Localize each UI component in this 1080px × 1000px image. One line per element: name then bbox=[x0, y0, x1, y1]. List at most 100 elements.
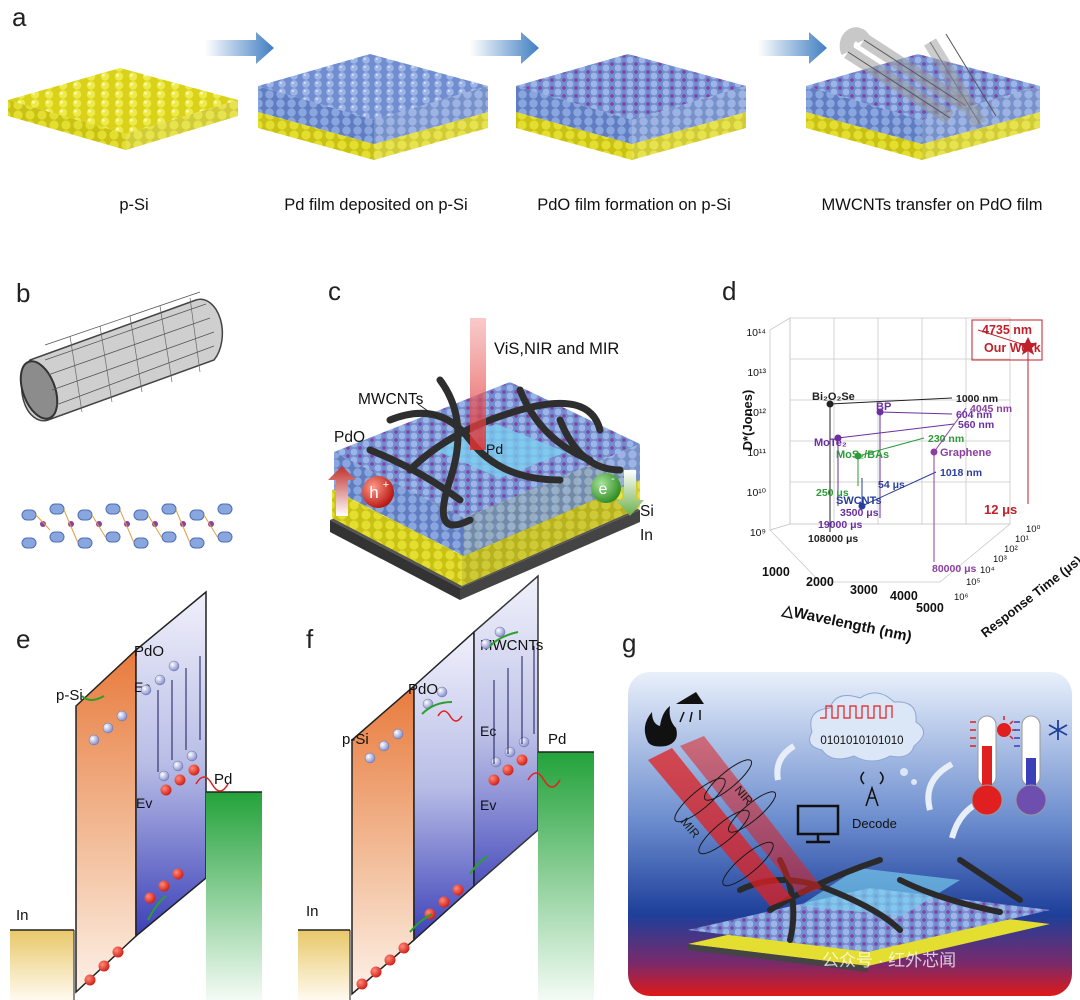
heater-icon bbox=[676, 692, 704, 704]
cold-thermometer-icon bbox=[1015, 715, 1047, 816]
e-holes bbox=[84, 764, 200, 986]
bubble-icon bbox=[900, 768, 908, 776]
e-ev-label: Ev bbox=[136, 795, 152, 811]
data-point bbox=[858, 502, 866, 510]
monitor-icon bbox=[796, 804, 840, 844]
arrow-right-icon bbox=[205, 32, 274, 64]
psi-band bbox=[75, 648, 137, 994]
y-tick: 10¹³ bbox=[747, 367, 766, 379]
pd-block bbox=[206, 792, 262, 1000]
photon-wave-icon bbox=[527, 772, 561, 788]
antenna-icon bbox=[860, 771, 884, 807]
mwcnts-network bbox=[366, 376, 624, 529]
light-label: ViS,NIR and MIR bbox=[494, 340, 619, 358]
panel-a: a bbox=[8, 2, 1042, 214]
f-in-label: In bbox=[306, 903, 319, 920]
electron-symbol: e bbox=[599, 481, 608, 498]
photon-wave-icon bbox=[195, 776, 229, 792]
process-arrows bbox=[205, 32, 827, 64]
series-name: MoS₂/BAs bbox=[836, 449, 889, 461]
chart-grid bbox=[769, 317, 1012, 583]
z-tick: 10³ bbox=[993, 554, 1007, 565]
data-point bbox=[876, 408, 884, 416]
x-tick: 2000 bbox=[806, 575, 834, 589]
panel-e: e In p-Si Ec Ev PdO Pd bbox=[10, 590, 262, 1000]
watermark: 公众号 · 红外芯闻 bbox=[822, 951, 956, 970]
response-time-label: 12 μs bbox=[984, 502, 1017, 517]
wavelength-line bbox=[857, 437, 925, 457]
signal-cloud: 0101010101010 bbox=[809, 692, 924, 762]
y-tick: 10¹⁰ bbox=[747, 487, 767, 499]
slab-pd-on-psi bbox=[258, 54, 488, 160]
light-beam bbox=[470, 318, 486, 450]
f-pd-label: Pd bbox=[548, 731, 566, 748]
green-arrow-icon bbox=[469, 855, 489, 875]
e-electrons bbox=[88, 660, 198, 782]
green-arrow-icon bbox=[147, 895, 167, 921]
chart-axis-y-ticks: 10⁹ 10¹⁰ 10¹¹ 10¹² 10¹³ 10¹⁴ bbox=[746, 327, 766, 539]
y-tick: 10⁹ bbox=[750, 527, 766, 539]
f-psi-label: p-Si bbox=[342, 731, 369, 748]
y-tick: 10¹² bbox=[747, 407, 766, 419]
wavelength-line bbox=[829, 397, 953, 405]
pulse-wave-icon bbox=[820, 705, 893, 719]
series-name: Bi₂O₂Se bbox=[812, 391, 855, 403]
x-tick: 4000 bbox=[890, 589, 918, 603]
caption-pdo-film: PdO film formation on p-Si bbox=[537, 196, 731, 214]
x-tick: 5000 bbox=[916, 601, 944, 615]
hole-charge: + bbox=[383, 479, 389, 491]
green-arrow-icon bbox=[489, 631, 519, 647]
binary-code: 0101010101010 bbox=[820, 735, 903, 747]
chart-axis-z-ticks: 10⁶ 10⁵ 10⁴ 10³ 10² 10¹ 10⁰ bbox=[954, 524, 1041, 603]
response-time-label: 108000 μs bbox=[808, 533, 858, 545]
data-point bbox=[930, 448, 938, 456]
curved-arrow-icon bbox=[774, 743, 796, 781]
panel-b: b bbox=[16, 278, 233, 549]
response-time-label: 3500 μs bbox=[840, 507, 879, 519]
caption-mwcnts-transfer: MWCNTs transfer on PdO film bbox=[822, 196, 1043, 214]
hole-carrier: h + bbox=[362, 476, 394, 508]
caption-psi: p-Si bbox=[119, 196, 148, 214]
wavelength-label: 230 nm bbox=[928, 433, 964, 445]
x-tick: 3000 bbox=[850, 583, 878, 597]
panel-e-label: e bbox=[16, 624, 30, 654]
y-tick: 10¹⁴ bbox=[746, 327, 766, 339]
data-point bbox=[826, 400, 834, 408]
wavelength-label: 4045 nm bbox=[970, 403, 1012, 415]
electron-carrier: e - bbox=[591, 473, 621, 503]
decode-label: Decode bbox=[852, 816, 897, 831]
snowflake-icon bbox=[1048, 720, 1068, 740]
slab-pdo-on-psi bbox=[516, 54, 746, 160]
wavelength-label: 1000 nm bbox=[956, 393, 998, 405]
panel-d-label: d bbox=[722, 276, 736, 306]
electron-charge: - bbox=[611, 473, 615, 485]
hot-thermometer-icon bbox=[971, 715, 1003, 816]
wavelength-label: 560 nm bbox=[958, 419, 994, 431]
panel-f: f In p-Si PdO MWCNTs Ec Ev Pd bbox=[298, 574, 594, 1000]
star-marker bbox=[1019, 337, 1037, 355]
ir-beams bbox=[648, 736, 822, 906]
series-name: BP bbox=[876, 401, 891, 413]
panel-c: c ViS,NIR and MIR MWCNTs PdO Pd Si bbox=[328, 276, 654, 600]
in-label: In bbox=[640, 527, 653, 544]
arrow-right-icon bbox=[470, 32, 539, 64]
response-time-label: 19000 μs bbox=[818, 519, 863, 531]
f-pd-block bbox=[538, 752, 594, 1000]
scale-lines bbox=[970, 721, 1020, 747]
green-arrow-icon bbox=[409, 913, 433, 933]
carbon-nanotube-icon bbox=[19, 291, 224, 422]
panel-c-label: c bbox=[328, 276, 341, 306]
panel-f-label: f bbox=[306, 624, 314, 654]
data-point bbox=[834, 434, 842, 442]
green-arrow-icon bbox=[421, 701, 453, 715]
wavelength-line bbox=[861, 471, 937, 507]
panel-g: g NIR M bbox=[622, 628, 1072, 996]
wavelength-label: 604 nm bbox=[956, 409, 992, 421]
response-time-label: 250 μs bbox=[816, 487, 849, 499]
